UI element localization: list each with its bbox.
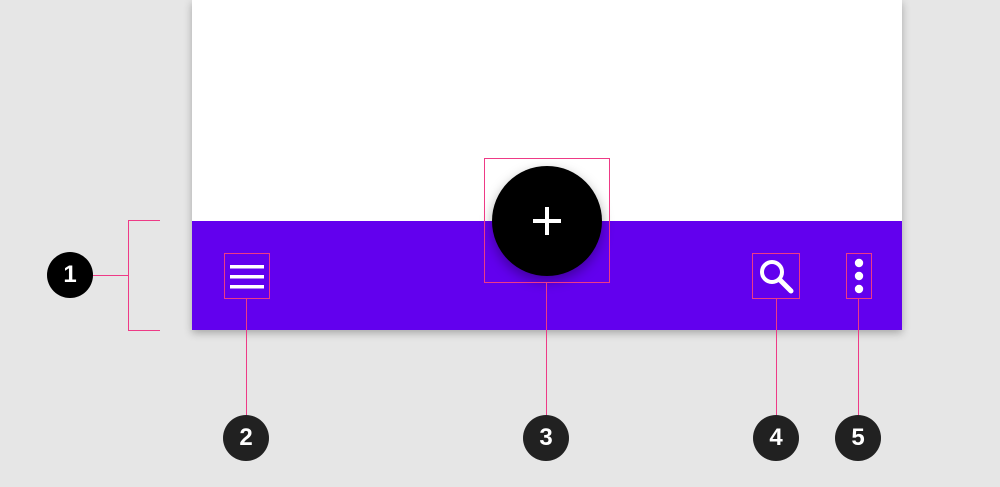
add-icon bbox=[533, 207, 561, 235]
bracket-side bbox=[128, 220, 129, 330]
bracket-top bbox=[128, 220, 160, 221]
menu-icon bbox=[230, 265, 264, 289]
more-vert-icon bbox=[854, 258, 864, 294]
search-icon bbox=[760, 260, 794, 294]
callout-5: 5 bbox=[835, 415, 881, 461]
search-button[interactable] bbox=[754, 254, 798, 298]
navigation-menu-button[interactable] bbox=[226, 256, 268, 298]
leader-line-4 bbox=[776, 299, 777, 415]
callout-3: 3 bbox=[523, 415, 569, 461]
leader-line-1 bbox=[92, 275, 128, 276]
leader-line-5 bbox=[858, 299, 859, 415]
callout-2: 2 bbox=[223, 415, 269, 461]
overflow-menu-button[interactable] bbox=[848, 254, 870, 298]
callout-4: 4 bbox=[753, 415, 799, 461]
leader-line-2 bbox=[246, 299, 247, 415]
leader-line-3 bbox=[546, 283, 547, 415]
callout-1: 1 bbox=[47, 252, 93, 298]
floating-action-button[interactable] bbox=[492, 166, 602, 276]
bracket-bottom bbox=[128, 330, 160, 331]
